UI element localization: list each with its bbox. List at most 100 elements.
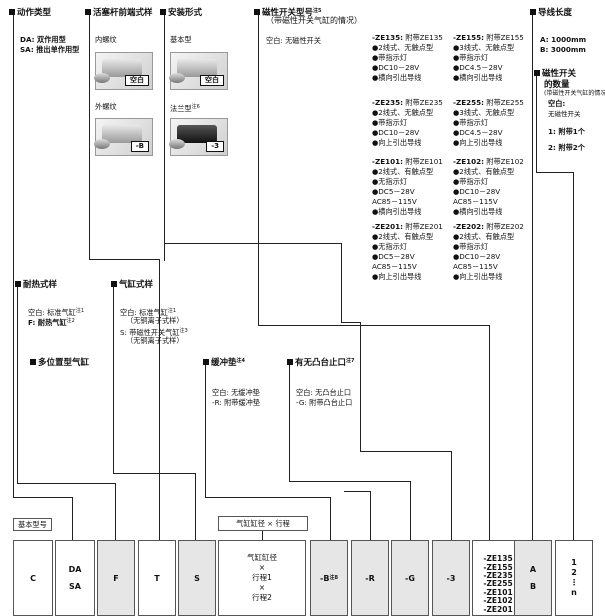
stop-g: -G: 附带凸台止口: [296, 398, 353, 407]
line-switch-v: [489, 325, 490, 540]
line-b-switch: [370, 491, 371, 540]
bore-stroke-label: 气缸缸径 × 行程: [218, 516, 308, 531]
cushion-r: -R: 附带缓冲垫: [212, 398, 261, 407]
line-mount: [164, 14, 165, 261]
mount-header: 安装形式: [160, 6, 202, 18]
heat-standard: 空白: 标准气缸注1: [28, 308, 85, 317]
switch-blank: 空白: 无磁性开关: [266, 36, 322, 45]
line-mount-v: [341, 243, 342, 323]
cell-f: F: [97, 540, 135, 616]
line-action: [13, 14, 14, 498]
rod-internal-label: 内螺纹: [95, 35, 117, 44]
line-mount-v3: [451, 451, 452, 540]
cylinder-image-external: -B: [94, 118, 153, 156]
basic-model-label: 基本型号: [13, 518, 52, 531]
tag-flange: -3: [206, 141, 224, 152]
qty-blank2: 无磁性开关: [548, 110, 581, 118]
cell-r: -R: [351, 540, 389, 616]
line-cushion-v: [330, 497, 331, 540]
cylinder-header: 气缸式样: [111, 278, 153, 290]
line-mount-h: [164, 243, 342, 244]
line-cushion-h: [205, 497, 331, 498]
switch-ze102: -ZE102: 附带ZE102 ●2线式、有触点型●带指示灯●DC10－28V …: [453, 157, 524, 216]
line-qty-v: [536, 72, 537, 172]
line-rod-h2: [89, 259, 160, 260]
line-stop: [289, 362, 290, 482]
rod-end-header: 活塞杆前端式样: [85, 6, 153, 18]
line-cyl-h: [113, 473, 196, 474]
cylinder-switch-note: （无铜离子式样）: [126, 336, 184, 345]
lead-a: A: 1000mm: [540, 35, 587, 44]
line-lead: [532, 14, 533, 540]
stop-blank: 空白: 无凸台止口: [296, 388, 352, 397]
cell-t: T: [138, 540, 176, 616]
line-switch: [258, 14, 259, 326]
line-heat-h: [17, 483, 116, 484]
cell-c: C: [13, 540, 53, 616]
line-rod-v3: [159, 259, 160, 540]
cylinder-standard: 空白: 标准气缸注1: [120, 308, 177, 317]
line-cushion: [205, 362, 206, 498]
line-mount-h2: [341, 322, 361, 323]
heat-header: 耐热式样: [15, 278, 57, 290]
cell-bore-stroke: 气缸缸径×行程1×行程2: [218, 540, 306, 616]
switch-ze155: -ZE155: 附带ZE155 ●3线式、无触点型●带指示灯●DC4.5－28V…: [453, 33, 524, 82]
lead-header: 导线长度: [530, 6, 572, 18]
qty-2: 2: 附带2个: [548, 143, 585, 152]
line-action-down: [72, 497, 73, 540]
line-stop-v: [410, 481, 411, 540]
lead-b: B: 3000mm: [540, 45, 586, 54]
cell-s: S: [178, 540, 216, 616]
tag-internal: 空白: [125, 75, 149, 86]
line-rod-v2: [89, 92, 90, 260]
cylinder-image-internal: 空白: [94, 52, 153, 90]
switch-ze201: -ZE201: 附带ZE201 ●2线式、有触点型●无指示灯●DC5－28V A…: [372, 222, 443, 281]
line-b-h: [344, 491, 371, 492]
switch-ze202: -ZE202: 附带ZE202 ●2线式、有触点型●带指示灯●DC10－28V …: [453, 222, 524, 281]
cylinder-image-basic: 空白: [169, 52, 228, 90]
line-mount-v2: [360, 322, 361, 452]
action-type-header: 动作类型: [9, 6, 51, 18]
switch-left-column: -ZE135: 附带ZE135 ●2线式、无触点型●带指示灯●DC10－28V●…: [372, 33, 443, 282]
cylinder-switch: S: 带磁性开关气缸注3: [120, 328, 188, 337]
mount-flange-label: 法兰型注6: [170, 104, 200, 113]
cell-g: -G: [391, 540, 429, 616]
line-cyl: [113, 284, 114, 474]
qty-sub: (带磁性开关气缸的情况): [544, 90, 605, 97]
line-cyl-v: [195, 473, 196, 540]
stop-header: 有无凸台止口注7: [287, 356, 355, 368]
qty-1: 1: 附带1个: [548, 127, 585, 136]
switch-ze255: -ZE255: 附带ZE255 ●3线式、无触点型●带指示灯●DC4.5－28V…: [453, 98, 524, 147]
switch-sub: （带磁性开关气缸的情况）: [266, 16, 362, 25]
heat-f: F: 耐热气缸注2: [28, 318, 75, 327]
line-switch-h: [258, 325, 490, 326]
line-qty-h: [536, 172, 574, 173]
mount-basic-label: 基本型: [170, 35, 192, 44]
line-mount-h3: [360, 451, 452, 452]
multi-position-header: 多位置型气缸: [30, 356, 89, 368]
action-da: DA: 双作用型: [20, 35, 66, 44]
rod-external-label: 外螺纹: [95, 102, 117, 111]
action-sa: SA: 推出单作用型: [20, 45, 80, 54]
line-heat-v: [115, 483, 116, 540]
line-rod: [89, 14, 90, 92]
line-qty-v2: [573, 172, 574, 540]
line-bore: [262, 530, 263, 540]
switch-ze235: -ZE235: 附带ZE235 ●2线式、无触点型●带指示灯●DC10－28V●…: [372, 98, 443, 147]
line-action-h: [13, 497, 73, 498]
switch-header: 磁性开关型号注5: [254, 6, 322, 18]
cylinder-standard-note: （无铜离子式样）: [126, 316, 184, 325]
cushion-header: 缓冲垫注4: [203, 356, 245, 368]
qty-header: 磁性开关: [534, 67, 576, 79]
qty-blank: 空白:: [548, 99, 566, 108]
tag-basic: 空白: [200, 75, 224, 86]
switch-right-column: -ZE155: 附带ZE155 ●3线式、无触点型●带指示灯●DC4.5－28V…: [453, 33, 524, 282]
cell-3: -3: [432, 540, 470, 616]
switch-ze135: -ZE135: 附带ZE135 ●2线式、无触点型●带指示灯●DC10－28V●…: [372, 33, 443, 82]
tag-external: -B: [130, 141, 149, 152]
cylinder-image-flange: -3: [169, 118, 228, 156]
switch-ze101: -ZE101: 附带ZE101 ●2线式、有触点型●无指示灯●DC5－28V A…: [372, 157, 443, 216]
